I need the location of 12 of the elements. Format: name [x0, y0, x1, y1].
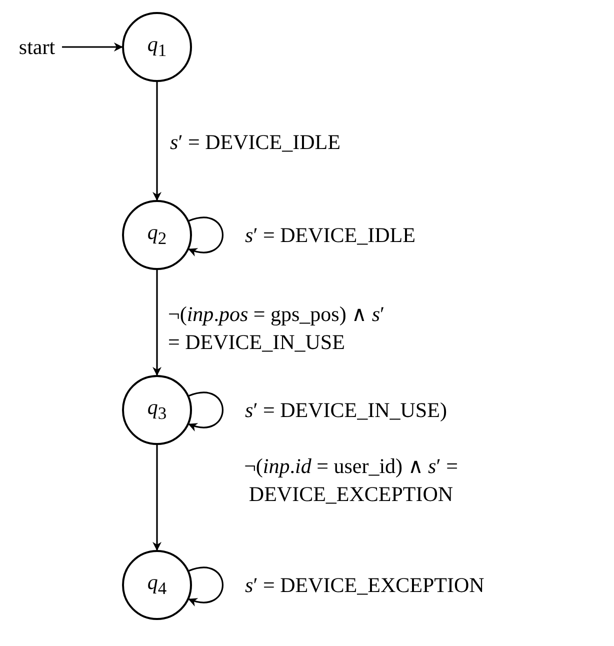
start-label: start — [12, 33, 62, 61]
self-loop-arrow — [188, 392, 224, 431]
transition-arrow — [152, 270, 162, 376]
state-name: q$_{1}$ — [147, 32, 167, 62]
self-loop-arrow — [188, 567, 224, 606]
state-name: q$_{2}$ — [147, 220, 167, 250]
transition-arrow — [152, 445, 162, 551]
transition-arrow — [152, 82, 162, 201]
transition-arrow — [62, 42, 123, 52]
state-name: q$_{4}$ — [147, 570, 167, 600]
state-name: q$_{3}$ — [147, 395, 167, 425]
self-loop-arrow — [188, 217, 224, 256]
